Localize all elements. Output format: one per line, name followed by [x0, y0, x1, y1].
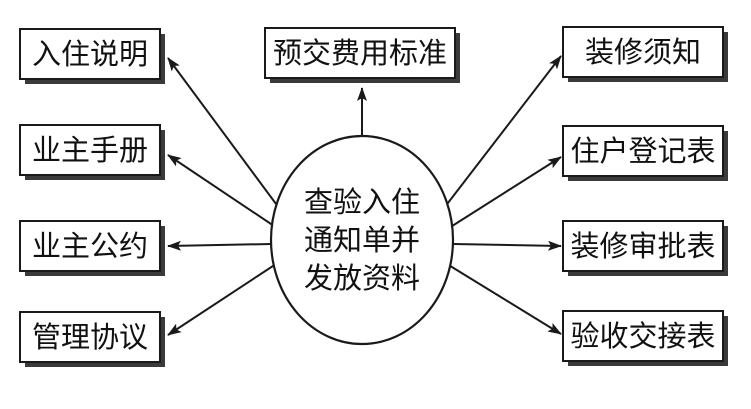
node-right-2-label: 住户登记表	[570, 134, 715, 168]
node-right-2: 住户登记表	[562, 125, 728, 181]
center-node: 查验入住 通知单并 发放资料	[269, 134, 455, 346]
node-left-4-label: 管理协议	[32, 320, 148, 354]
node-top: 预交费用标准	[264, 27, 460, 83]
center-line-1: 查验入住	[304, 185, 420, 219]
node-left-3-label: 业主公约	[32, 229, 148, 263]
node-top-label: 预交费用标准	[273, 36, 447, 70]
arrow-to-right-1	[440, 55, 562, 213]
arrow-to-left-3	[167, 240, 272, 251]
node-right-1-label: 装修须知	[585, 35, 701, 69]
node-right-3-label: 装修审批表	[570, 229, 715, 263]
center-line-2: 通知单并	[304, 223, 420, 257]
node-right-4-label: 验收交接表	[570, 319, 715, 353]
node-left-3: 业主公约	[19, 220, 165, 276]
node-right-4: 验收交接表	[562, 310, 728, 366]
arrow-to-right-4	[446, 263, 562, 335]
arrow-to-left-4	[167, 263, 277, 336]
arrow-to-right-3	[452, 240, 562, 251]
node-left-1: 入住说明	[19, 28, 165, 84]
arrow-to-left-2	[167, 154, 275, 227]
arrow-to-left-1	[167, 57, 283, 213]
node-right-1: 装修须知	[562, 26, 728, 82]
node-left-4: 管理协议	[19, 311, 165, 367]
center-line-3: 发放资料	[304, 261, 420, 295]
node-left-2: 业主手册	[19, 124, 165, 180]
node-left-1-label: 入住说明	[32, 37, 148, 71]
node-right-3: 装修审批表	[562, 220, 728, 276]
node-left-2-label: 业主手册	[32, 133, 148, 167]
arrow-to-right-2	[448, 156, 562, 229]
